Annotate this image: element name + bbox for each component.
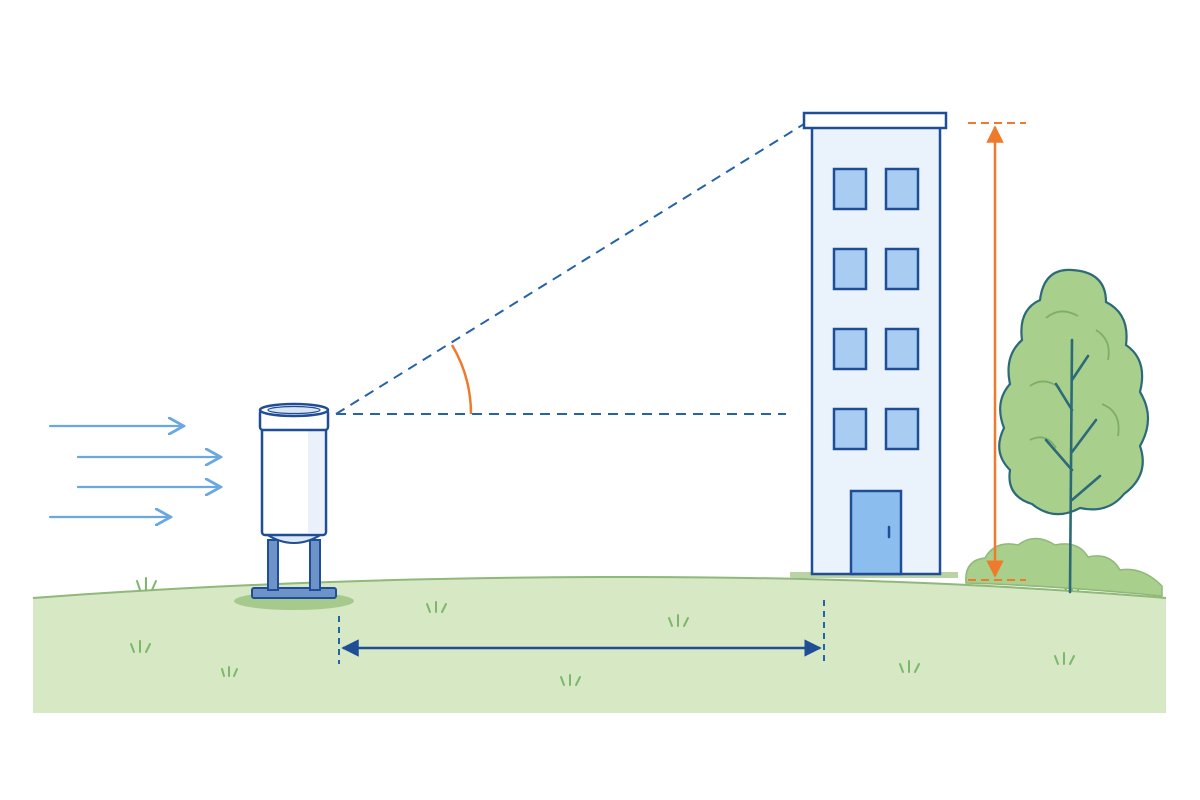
building-windows	[832, 167, 920, 451]
tree-icon	[998, 268, 1150, 594]
building-window	[884, 167, 920, 211]
distance-dimension	[338, 600, 825, 664]
grass-tuft-icon	[426, 601, 447, 613]
building-window	[832, 407, 868, 451]
gauge-opening	[267, 405, 321, 415]
building-window	[884, 247, 920, 291]
building-door	[849, 489, 903, 576]
height-dimension	[968, 122, 1026, 581]
elevation-angle-arc	[450, 344, 473, 415]
gauge-leg-left	[267, 539, 279, 591]
grass-tuft-icon	[221, 666, 238, 677]
tree-trunk	[1044, 338, 1102, 594]
gauge-body-shade	[308, 420, 324, 533]
grass-tuft-icon	[668, 614, 689, 627]
building-window	[832, 327, 868, 371]
wind-arrows	[48, 426, 219, 517]
grass-tuft-icon	[1054, 652, 1075, 665]
building-window	[884, 327, 920, 371]
gauge-base	[251, 587, 337, 599]
grass-tuft-icon	[136, 577, 157, 591]
building-window	[832, 167, 868, 211]
tree-canopy	[998, 268, 1150, 516]
rain-gauge-icon	[234, 402, 354, 610]
building-window	[832, 247, 868, 291]
grass-tuft-icon	[130, 640, 151, 653]
tree-canopy-detail	[1029, 310, 1120, 449]
sight-line-to-roof	[335, 123, 805, 415]
building-window	[884, 407, 920, 451]
gauge-leg-right	[309, 539, 321, 591]
grass-tuft-icon	[899, 660, 920, 673]
ground	[32, 575, 1167, 713]
building-roof-cap	[802, 111, 948, 130]
elevation-angle-construction	[335, 123, 805, 415]
grass-tuft-icon	[560, 674, 581, 686]
building-icon	[790, 111, 958, 578]
